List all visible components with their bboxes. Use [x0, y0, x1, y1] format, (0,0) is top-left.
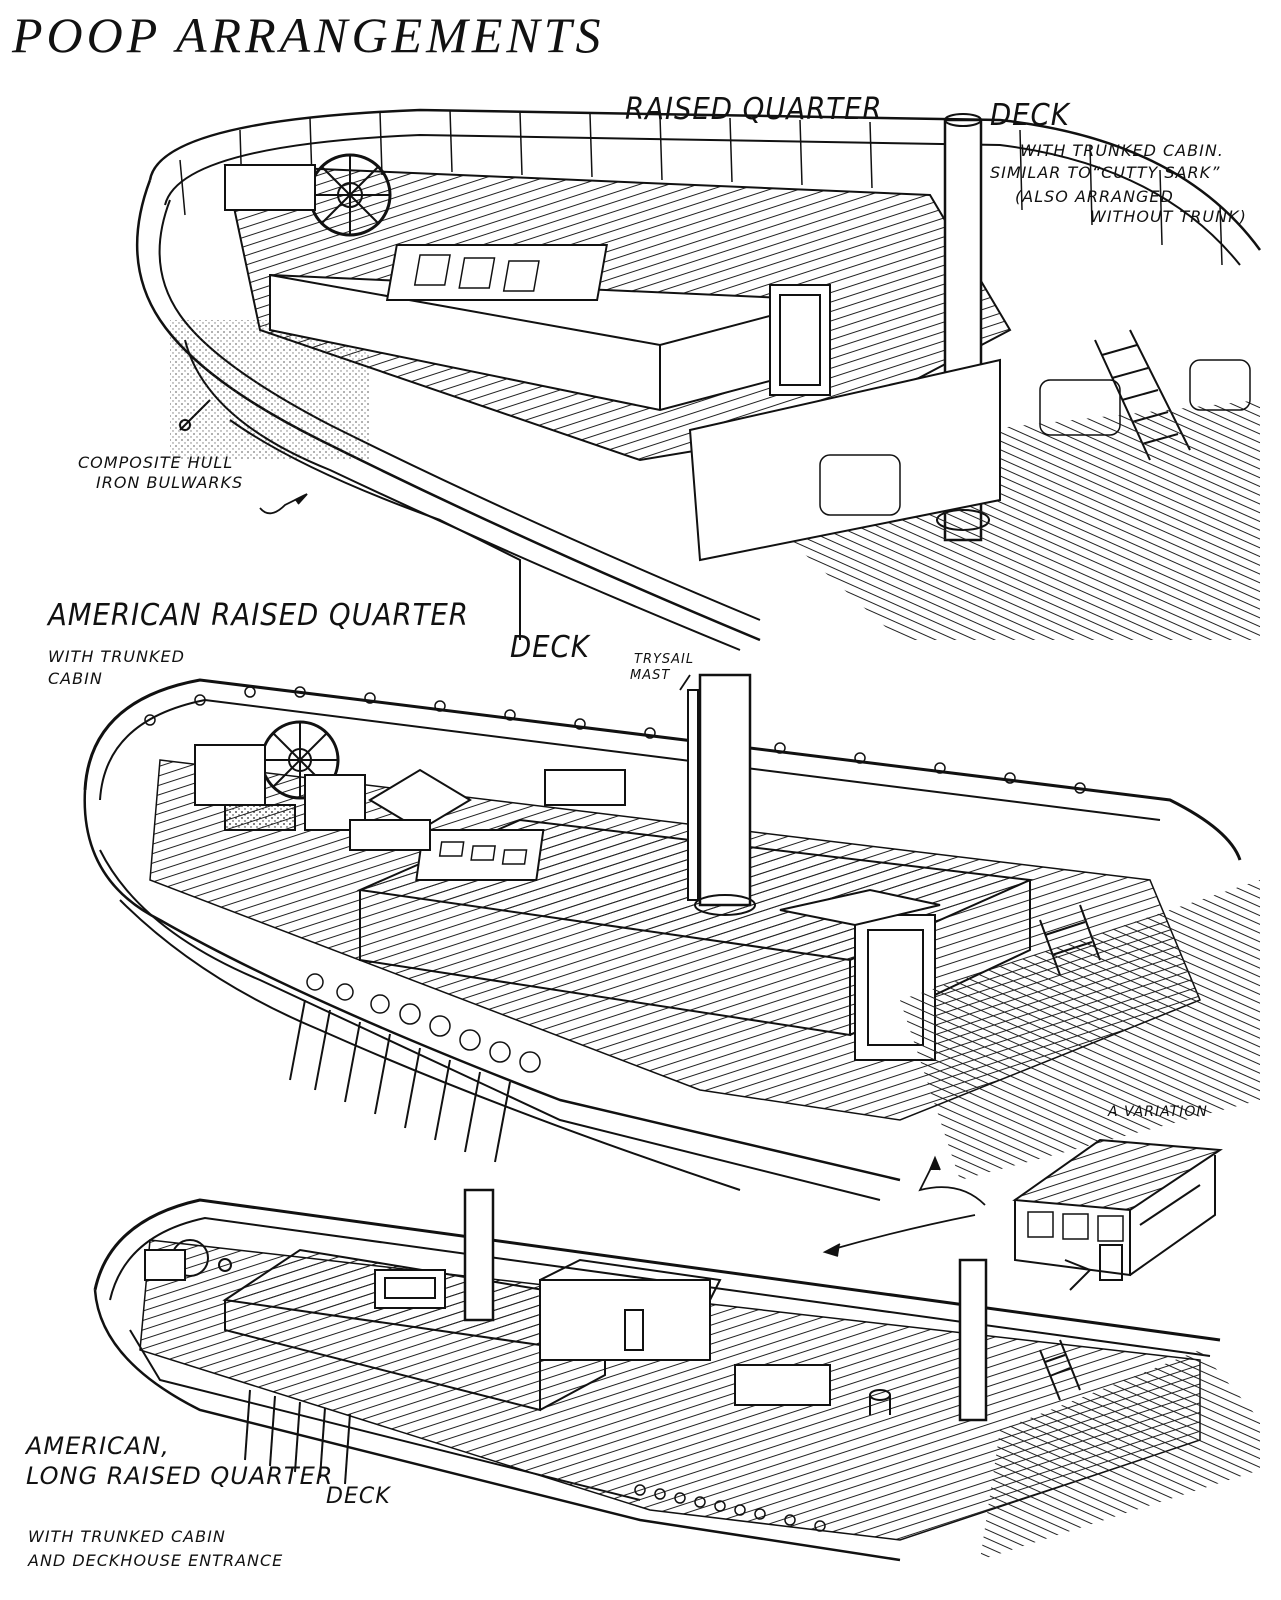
variation-arrow-left — [829, 1214, 976, 1251]
label-long-sub-1: WITH TRUNKED CABIN — [28, 1527, 226, 1546]
label-raised-quarter: RAISED QUARTER — [625, 92, 883, 127]
label-american-2: DECK — [510, 630, 590, 665]
hull-arrow — [259, 494, 306, 515]
label-raised-deck: DECK — [990, 98, 1070, 133]
variation-arrow-up — [918, 1159, 986, 1206]
label-variation: A VARIATION — [1108, 1104, 1208, 1120]
ship-3-long-raised-quarter-deck — [93, 1188, 1260, 1562]
label-hull-2: IRON BULWARKS — [96, 473, 244, 492]
label-trysail-1: TRYSAIL — [634, 652, 695, 667]
label-long-1: AMERICAN, — [26, 1432, 170, 1460]
label-trunk-2: SIMILAR TO“CUTTY SARK” — [990, 163, 1221, 182]
pointer-arrows — [259, 493, 986, 1257]
trysail-arrow — [679, 674, 691, 691]
label-american-sub-2: CABIN — [48, 669, 103, 688]
label-trunk-1: WITH TRUNKED CABIN. — [1020, 141, 1224, 160]
label-trysail-2: MAST — [630, 668, 671, 683]
label-american-sub-1: WITH TRUNKED — [48, 647, 185, 666]
ship-2-american-raised-quarter-deck — [83, 673, 1260, 1201]
variation-deckhouse — [1012, 1138, 1223, 1291]
label-hull-1: COMPOSITE HULL — [78, 453, 234, 472]
label-long-sub-2: AND DECKHOUSE ENTRANCE — [28, 1551, 284, 1570]
page-title: POOP ARRANGEMENTS — [12, 7, 605, 63]
ship-1-raised-quarter-deck — [135, 108, 1262, 651]
label-trunk-4: WITHOUT TRUNK) — [1090, 207, 1247, 226]
label-american-1: AMERICAN RAISED QUARTER — [48, 598, 469, 633]
label-long-3: DECK — [326, 1484, 391, 1509]
label-long-2: LONG RAISED QUARTER — [26, 1462, 334, 1490]
label-trunk-3: (ALSO ARRANGED — [1015, 187, 1174, 206]
